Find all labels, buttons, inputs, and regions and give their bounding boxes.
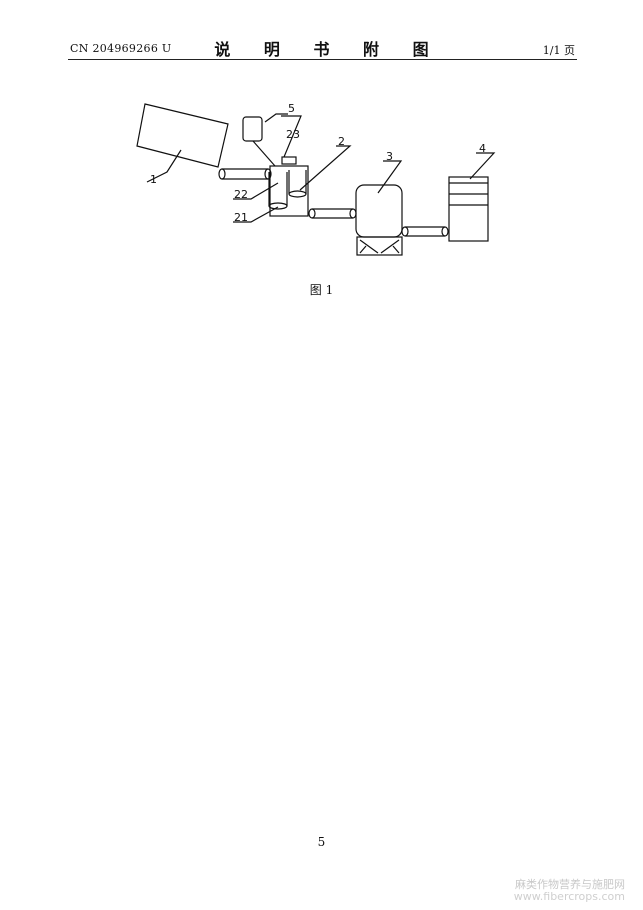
component-1-hopper — [136, 103, 229, 168]
pipe-1-to-2 — [218, 168, 272, 180]
component-3-base — [356, 236, 403, 256]
pipe-2-to-3 — [308, 208, 357, 219]
label-1: 1 — [150, 173, 157, 186]
label-23: 23 — [286, 128, 300, 141]
pipe-3-to-4 — [401, 226, 449, 237]
figure-1-drawing: 1 5 23 2 3 4 22 21 — [136, 102, 496, 256]
component-23-fitting — [281, 156, 297, 165]
label-22: 22 — [234, 188, 248, 201]
watermark-site-url: www.fibercrops.com — [513, 890, 625, 903]
component-21-22-cylinders — [268, 170, 307, 210]
component-3-tank — [355, 184, 403, 238]
leader-lines — [146, 113, 496, 223]
patent-number: CN 204969266 U — [70, 42, 172, 55]
label-2: 2 — [338, 135, 345, 148]
page-indicator: 1/1 页 — [542, 44, 575, 57]
header-divider — [68, 59, 577, 60]
page-title: 说 明 书 附 图 — [214, 40, 443, 59]
page-number: 5 — [317, 835, 326, 849]
watermark-site-name: 麻类作物营养与施肥网 — [515, 878, 625, 891]
label-4: 4 — [479, 142, 486, 155]
component-2-vessel — [269, 165, 309, 217]
figure-caption: 图 1 — [309, 283, 334, 297]
component-5-box — [242, 116, 263, 142]
component-4-stack — [448, 176, 489, 242]
label-5: 5 — [288, 102, 295, 115]
label-3: 3 — [386, 150, 393, 163]
label-21: 21 — [234, 211, 248, 224]
